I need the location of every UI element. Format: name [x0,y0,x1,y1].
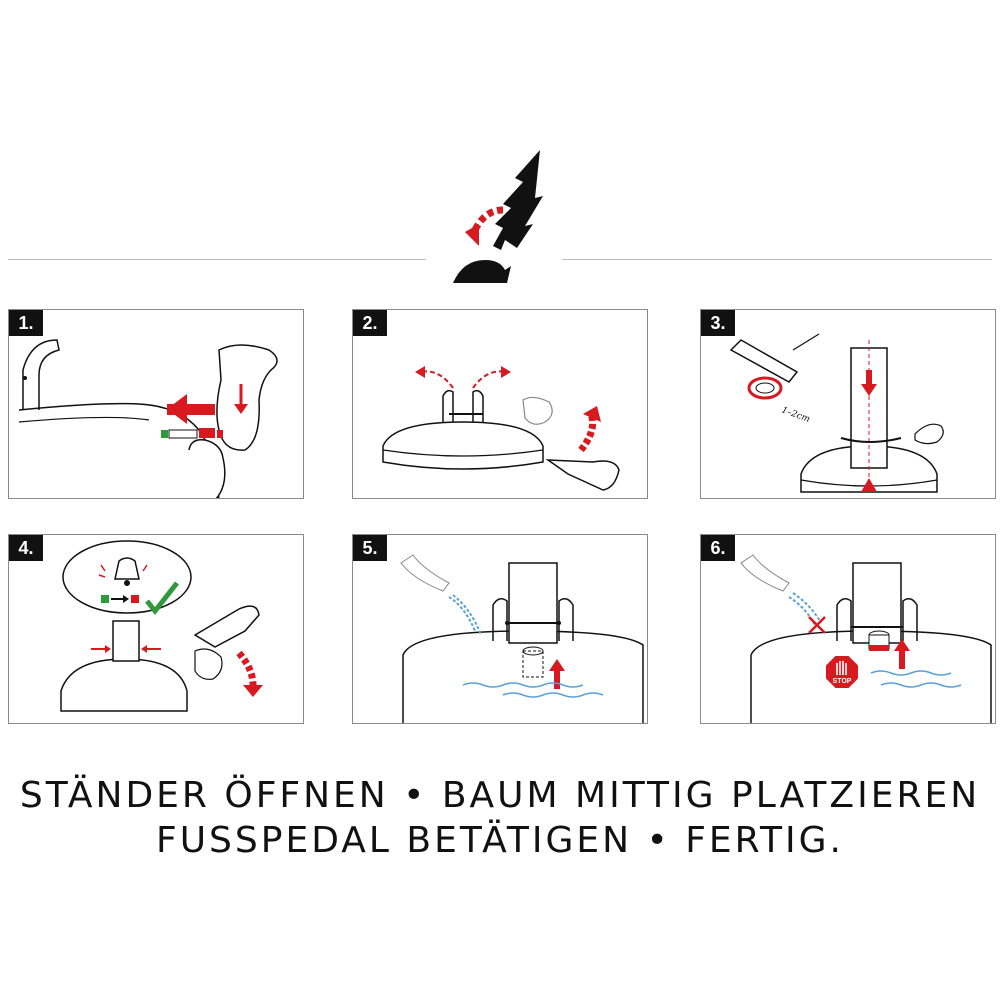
water-can-icon [400,554,450,592]
divider-left [8,259,426,260]
step-5-panel: 5. [352,534,648,724]
step-6-panel: 6. STOP [700,534,996,724]
step-4-label: 4. [9,535,43,561]
step-1-panel: 1. [8,309,304,499]
bell-icon [114,557,140,580]
step-3-measure-label: 1–2cm [780,405,811,424]
step-3-panel: 3. 1–2cm [700,309,996,499]
step-5-label: 5. [353,535,387,561]
step-1-label: 1. [9,310,43,336]
rotate-arrow-icon [465,224,479,246]
caption-line-1: STÄNDER ÖFFNEN • BAUM MITTIG PLATZIEREN [19,775,981,816]
step-2-label: 2. [353,310,387,336]
step-4-panel: 4. [8,534,304,724]
caption-line-2: FUSSPEDAL BETÄTIGEN • FERTIG. [156,820,844,861]
step-3-label: 3. [701,310,735,336]
saw-icon [729,339,799,383]
stop-sign-label: STOP [833,678,852,685]
tree-icon [453,150,543,283]
checkmark-icon [145,581,179,616]
cross-icon [808,616,826,634]
divider-right [562,259,992,260]
step-6-label: 6. [701,535,735,561]
stop-sign-icon: STOP [824,654,860,690]
step-2-panel: 2. [352,309,648,499]
